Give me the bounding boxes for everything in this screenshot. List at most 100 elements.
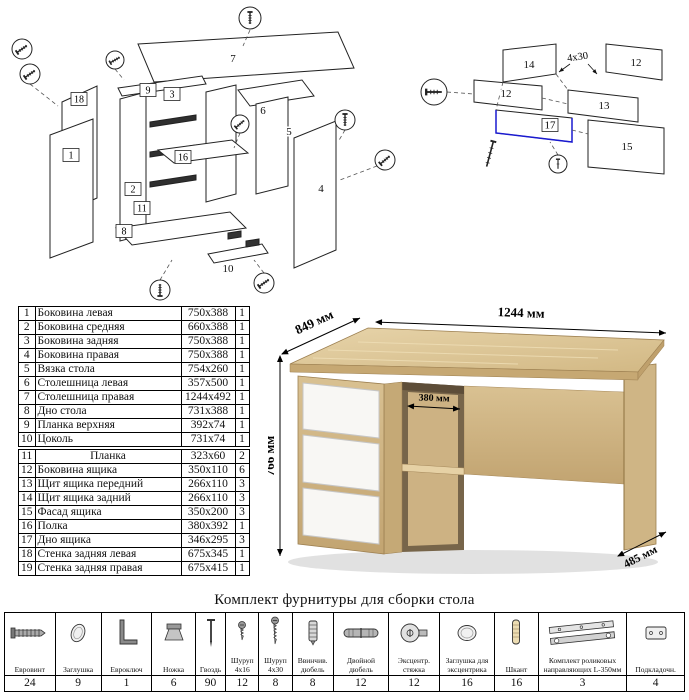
exploded-diagram-drawer: 4х30 <box>420 43 665 175</box>
desk-render: 766 мм 849 мм 1244 мм 380 мм 485 мм <box>262 298 688 595</box>
part-name: Планка верхняя <box>34 418 182 433</box>
drawer-slides-icon <box>548 620 615 645</box>
part-size: 754x260 <box>180 362 236 377</box>
part-name: Боковина правая <box>34 348 182 363</box>
cam-lock-icon <box>400 623 428 643</box>
part-number: 5 <box>18 362 36 377</box>
part-labels-plain: 7 6 5 4 10 <box>221 52 326 277</box>
part-qty: 1 <box>234 362 250 377</box>
screw-size-note: 4х30 <box>558 51 598 75</box>
hardware-item: Ножка 6 <box>152 613 196 691</box>
part-name: Боковина задняя <box>34 334 182 349</box>
hardware-qty: 8 <box>292 675 333 691</box>
hardware-label: Гвоздь <box>199 664 222 674</box>
hardware-callouts <box>420 78 568 174</box>
hardware-label: Ввинчив. дюбель <box>297 656 328 674</box>
hardware-qty: 12 <box>389 675 439 691</box>
cam-cover-icon <box>457 625 477 641</box>
part-name: Щит ящика передний <box>34 477 182 492</box>
hardware-qty: 12 <box>333 675 389 691</box>
part-number: 3 <box>18 334 36 349</box>
part-number: 2 <box>18 320 36 335</box>
furniture-leg-icon <box>163 623 184 641</box>
part-name: Столешница правая <box>34 390 182 405</box>
hardware-item: Двойной дюбель 12 <box>333 613 390 691</box>
screw-short-icon <box>238 621 247 641</box>
part-name: Полка <box>34 519 182 534</box>
part-name: Цоколь <box>34 432 182 447</box>
wood-dowel-icon <box>512 619 521 645</box>
part-qty: 1 <box>234 547 250 562</box>
hardware-qty: 9 <box>55 675 101 691</box>
part-name: Вязка стола <box>34 362 182 377</box>
part-size: 750x388 <box>180 306 236 321</box>
hardware-item: Евровинт 24 <box>5 613 56 691</box>
dimension-label-width: 1244 мм <box>497 304 545 321</box>
hardware-label: Шкант <box>505 664 528 674</box>
screw-in-dowel-icon <box>308 620 318 646</box>
hardware-label: Эксцентр. стяжка <box>397 656 430 674</box>
part-qty: 1 <box>234 348 250 363</box>
svg-text:10: 10 <box>223 263 235 275</box>
diagram-panels <box>49 31 355 269</box>
hardware-label: Евровинт <box>14 664 46 674</box>
desk-back-panel <box>463 385 625 485</box>
part-qty: 3 <box>234 477 250 492</box>
desk-top-right-edge <box>637 339 665 380</box>
part-qty: 3 <box>234 533 250 548</box>
part-qty: 1 <box>234 334 250 349</box>
plug-cap-icon <box>70 623 86 643</box>
svg-text:16: 16 <box>178 153 188 164</box>
part-name: Планка <box>34 449 182 464</box>
hardware-item: Заглушка для эксцентрика 16 <box>439 613 496 691</box>
svg-text:12: 12 <box>631 57 642 69</box>
hardware-kit-table: Евровинт 24 Заглушка 9 Евроключ 1 Ножка <box>4 612 685 692</box>
drawer-front <box>302 434 380 492</box>
part-number: 16 <box>18 519 36 534</box>
hardware-item: Комплект роликовых направляющих L-350мм … <box>538 613 628 691</box>
hardware-label: Подкладочн. <box>635 664 676 674</box>
desk-top-front-edge <box>289 363 639 381</box>
exploded-diagram-main: 18 1 9 3 2 16 11 8 7 6 5 4 10 <box>11 6 396 301</box>
svg-text:1: 1 <box>69 151 74 162</box>
part-qty: 1 <box>234 404 250 419</box>
hardware-qty: 6 <box>152 675 195 691</box>
part-number: 11 <box>18 449 36 464</box>
hardware-item: Заглушка 9 <box>55 613 102 691</box>
hardware-qty: 24 <box>5 675 55 691</box>
svg-text:9: 9 <box>146 86 151 97</box>
part-number: 9 <box>18 418 36 433</box>
part-size: 350x200 <box>180 505 236 520</box>
part-number: 4 <box>18 348 36 363</box>
part-qty: 2 <box>234 449 250 464</box>
hex-key-icon <box>119 619 138 645</box>
hardware-qty: 16 <box>495 675 538 691</box>
hardware-label: Заглушка для эксцентрика <box>445 656 489 674</box>
hardware-label: Заглушка <box>63 664 94 674</box>
part-number: 8 <box>18 404 36 419</box>
hardware-label: Ножка <box>163 664 185 674</box>
confirmat-screw-drawing <box>485 139 497 167</box>
part-number: 7 <box>18 390 36 405</box>
svg-text:8: 8 <box>122 227 127 238</box>
part-qty: 1 <box>234 561 250 576</box>
part-qty: 1 <box>234 390 250 405</box>
nail-icon <box>206 619 215 647</box>
hardware-qty: 1 <box>101 675 152 691</box>
part-size: 350x110 <box>180 463 236 478</box>
hardware-item: Эксцентр. стяжка 12 <box>389 613 440 691</box>
svg-text:11: 11 <box>137 204 147 215</box>
part-qty: 1 <box>234 432 250 447</box>
